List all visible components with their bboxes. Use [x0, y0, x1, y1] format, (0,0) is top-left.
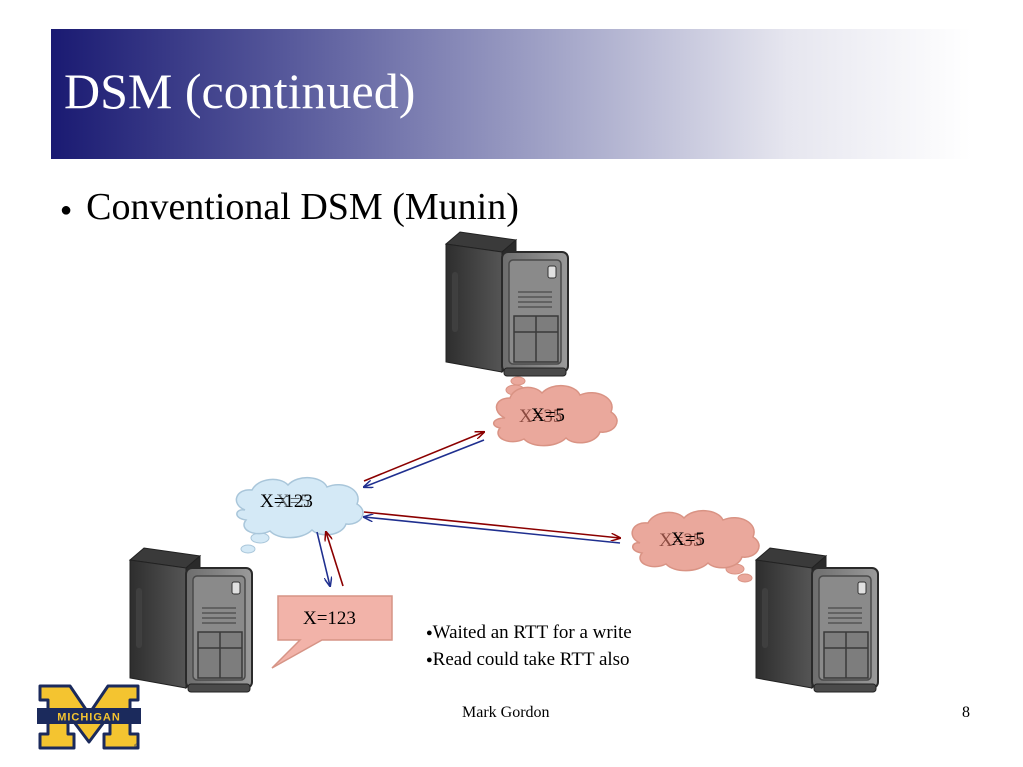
- right-cloud: [631, 510, 760, 583]
- arrow-bubble-to-cloud: [326, 532, 344, 587]
- speech-bubble-text: X=123: [303, 608, 356, 629]
- main-bullet: ● Conventional DSM (Munin): [60, 188, 519, 226]
- footer-author: Mark Gordon: [462, 704, 550, 721]
- left-cloud: [235, 477, 364, 554]
- note-2: ●Read could take RTT also: [426, 650, 630, 669]
- title-banner: [51, 29, 972, 159]
- note-1-text: Waited an RTT for a write: [432, 622, 632, 643]
- michigan-logo: MICHIGAN ®: [37, 684, 141, 750]
- right-cloud-new-value: X=35: [659, 530, 702, 551]
- top-cloud: [493, 376, 618, 447]
- left-cloud-old-value: X=5: [276, 491, 310, 512]
- top-cloud-old-value: X=5: [531, 405, 565, 426]
- right-server-icon: [755, 547, 879, 693]
- page-number: 8: [962, 704, 970, 721]
- right-cloud-old-value: X=5: [671, 529, 705, 550]
- bullet-dot: ●: [426, 654, 433, 667]
- logo-registered-mark: ®: [134, 743, 140, 750]
- bullet-dot: ●: [60, 199, 73, 222]
- left-cloud-new-value: X=123: [260, 491, 313, 512]
- arrow-top-to-left: [364, 439, 485, 487]
- arrow-left-to-right: [363, 511, 620, 538]
- arrow-cloud-to-bubble: [316, 531, 330, 586]
- speech-bubble: [271, 595, 393, 669]
- note-2-text: Read could take RTT also: [432, 649, 630, 670]
- main-bullet-text: Conventional DSM (Munin): [86, 186, 519, 228]
- arrow-left-to-top: [363, 432, 484, 482]
- logo-text: MICHIGAN: [57, 712, 121, 724]
- top-cloud-new-value: X=35: [519, 406, 562, 427]
- note-1: ●Waited an RTT for a write: [426, 623, 632, 642]
- bullet-dot: ●: [426, 627, 433, 640]
- slide-title: DSM (continued): [64, 63, 416, 119]
- left-server-icon: [129, 547, 253, 693]
- arrow-right-to-left: [364, 517, 621, 544]
- top-server-icon: [445, 231, 569, 377]
